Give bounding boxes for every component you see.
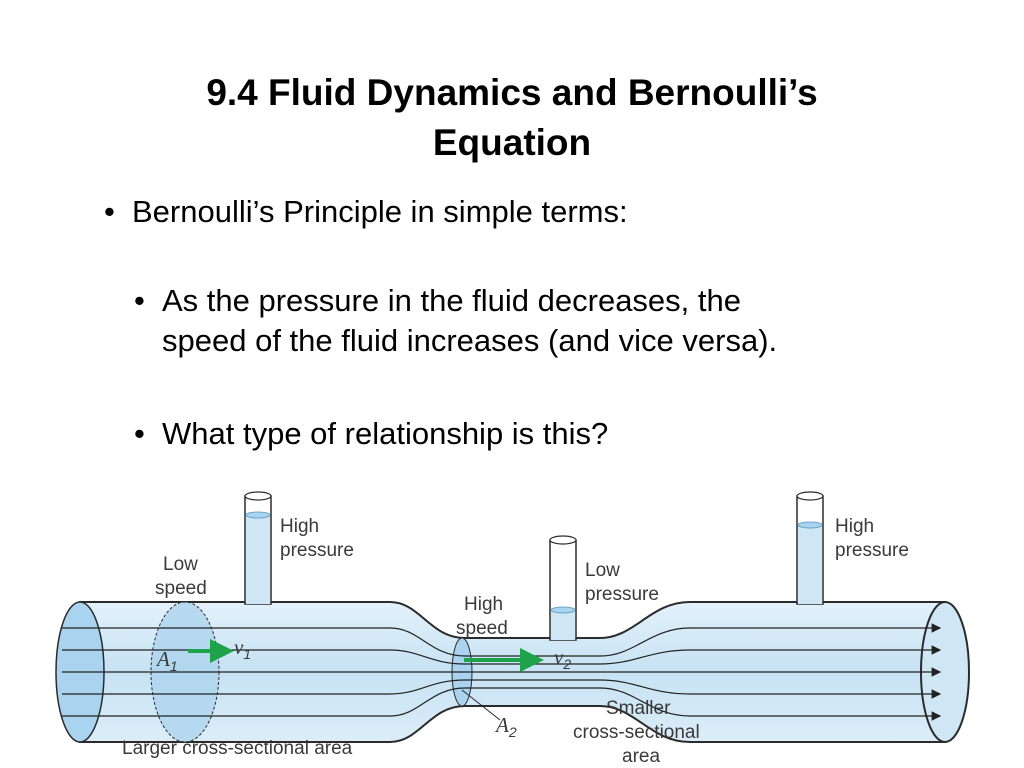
label-v1-var: v <box>234 635 244 659</box>
bullet-dot-icon: • <box>134 283 145 318</box>
label-a2-var: A <box>494 713 509 737</box>
label-high-pressure-right-1: High <box>835 516 874 537</box>
label-high-pressure-left-1: High <box>280 516 319 537</box>
slide-title: 9.4 Fluid Dynamics and Bernoulli’s Equat… <box>0 68 1024 168</box>
label-a2-sub: 2 <box>508 724 517 740</box>
venturi-tube-diagram: High pressure Low speed Low pressure Hig… <box>55 491 970 767</box>
label-low-pressure-1: Low <box>585 560 620 581</box>
label-smaller-area-1: Smaller <box>606 698 671 719</box>
label-high-pressure-right-2: pressure <box>835 540 909 561</box>
title-line-1: 9.4 Fluid Dynamics and Bernoulli’s <box>206 72 818 113</box>
label-a1-sub: 1 <box>170 658 178 674</box>
label-high-speed-2: speed <box>456 618 508 639</box>
tube-middle <box>549 535 577 641</box>
bullet-text-line-1: As the pressure in the fluid decreases, … <box>162 283 741 318</box>
label-v1: v1 <box>234 635 251 662</box>
label-larger-area: Larger cross-sectional area <box>122 738 353 759</box>
label-smaller-area-2: cross-sectional <box>573 722 700 743</box>
label-v1-sub: 1 <box>243 646 251 662</box>
label-v2: v2 <box>554 645 571 672</box>
label-low-speed-2: speed <box>155 578 207 599</box>
bullet-text: What type of relationship is this? <box>162 416 609 451</box>
label-v2-var: v <box>554 645 564 669</box>
bullet-dot-icon: • <box>104 194 115 229</box>
label-a1: A1 <box>155 647 178 674</box>
label-low-pressure-2: pressure <box>585 584 659 605</box>
label-high-speed-1: High <box>464 594 503 615</box>
bullet-text: Bernoulli’s Principle in simple terms: <box>132 194 628 229</box>
a2-leader-line <box>461 689 501 721</box>
bullet-dot-icon: • <box>134 416 145 451</box>
tube-right <box>796 491 824 605</box>
bullet-pressure-speed: • As the pressure in the fluid decreases… <box>134 281 922 361</box>
title-line-2: Equation <box>432 122 592 163</box>
label-v2-sub: 2 <box>562 656 571 672</box>
bullet-bernoulli-principle: • Bernoulli’s Principle in simple terms: <box>104 192 628 232</box>
label-a1-var: A <box>155 647 170 671</box>
label-a2: A2 <box>494 713 517 740</box>
bullet-relationship-question: • What type of relationship is this? <box>134 414 609 454</box>
label-high-pressure-left-2: pressure <box>280 540 354 561</box>
bullet-text-line-2: speed of the fluid increases (and vice v… <box>162 323 778 358</box>
tube-left <box>244 491 272 605</box>
label-low-speed-1: Low <box>163 554 198 575</box>
label-smaller-area-3: area <box>622 746 660 767</box>
